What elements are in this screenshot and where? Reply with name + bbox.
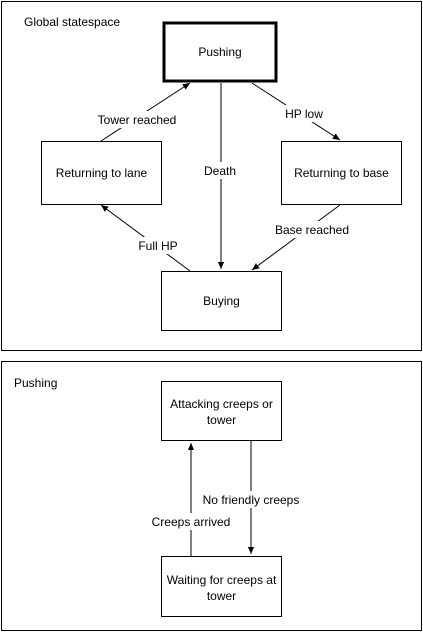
state-returning-to-lane (41, 141, 162, 205)
edge-death-label: Death (204, 164, 236, 178)
state-attacking-label-line2: tower (207, 413, 236, 427)
edge-full-hp-label: Full HP (138, 239, 177, 253)
state-buying (161, 271, 282, 331)
state-buying-label: Buying (203, 294, 240, 308)
state-waiting-label-line1: Waiting for creeps at (167, 573, 277, 587)
edge-no-friendly-creeps-label: No friendly creeps (203, 493, 300, 507)
edge-base-reached-label: Base reached (275, 223, 349, 237)
edge-creeps-arrived-label: Creeps arrived (152, 515, 231, 529)
edge-hp-low-label: HP low (285, 107, 323, 121)
global-statespace-title: Global statespace (24, 15, 120, 29)
pushing-panel-title: Pushing (14, 376, 57, 390)
state-waiting-for-creeps-at-tower (161, 556, 282, 617)
state-attacking-creeps-or-tower (161, 381, 282, 441)
state-attacking-label-line1: Attacking creeps or (170, 397, 273, 411)
state-pushing (162, 21, 278, 83)
state-waiting-label-line2: tower (207, 589, 236, 603)
edge-tower-reached-label: Tower reached (98, 113, 177, 127)
state-returning-to-lane-label: Returning to lane (56, 166, 148, 180)
state-returning-to-base (281, 141, 402, 205)
state-pushing-label: Pushing (198, 45, 241, 59)
state-returning-to-base-label: Returning to base (294, 166, 389, 180)
